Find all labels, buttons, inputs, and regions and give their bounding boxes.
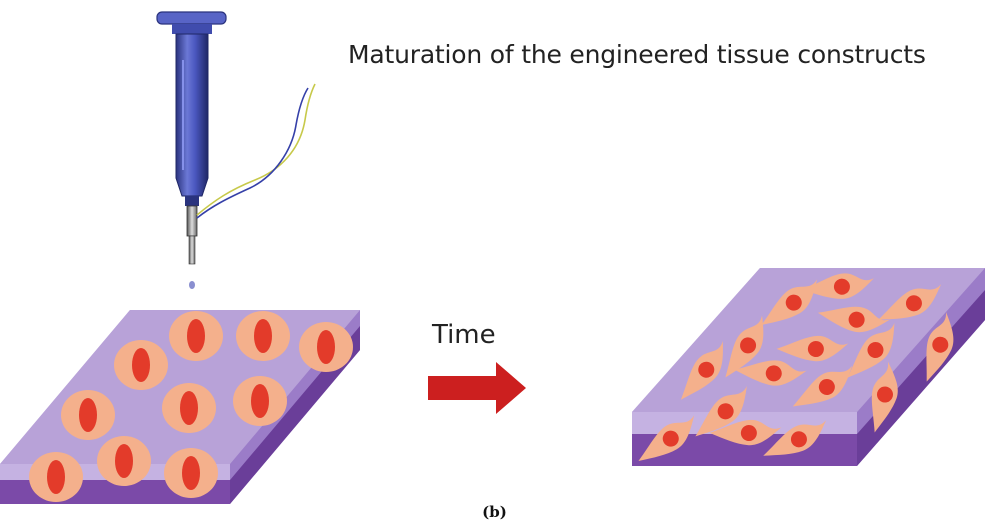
figure-title: Maturation of the engineered tissue cons… — [348, 40, 926, 69]
round-cell — [29, 452, 83, 502]
time-arrow — [428, 362, 526, 414]
round-cell — [236, 311, 290, 361]
round-cell — [299, 322, 353, 372]
round-cell — [97, 436, 151, 486]
round-cell — [233, 376, 287, 426]
printed-construct-initial — [0, 310, 360, 504]
round-cell — [164, 448, 218, 498]
round-cell — [162, 383, 216, 433]
syringe-icon — [156, 11, 316, 265]
matured-construct — [630, 266, 985, 466]
printed-droplet-icon — [189, 281, 195, 289]
time-label: Time — [432, 320, 496, 350]
round-cell — [114, 340, 168, 390]
figure-caption: (b) — [482, 503, 507, 521]
round-cell — [61, 390, 115, 440]
round-cell — [169, 311, 223, 361]
